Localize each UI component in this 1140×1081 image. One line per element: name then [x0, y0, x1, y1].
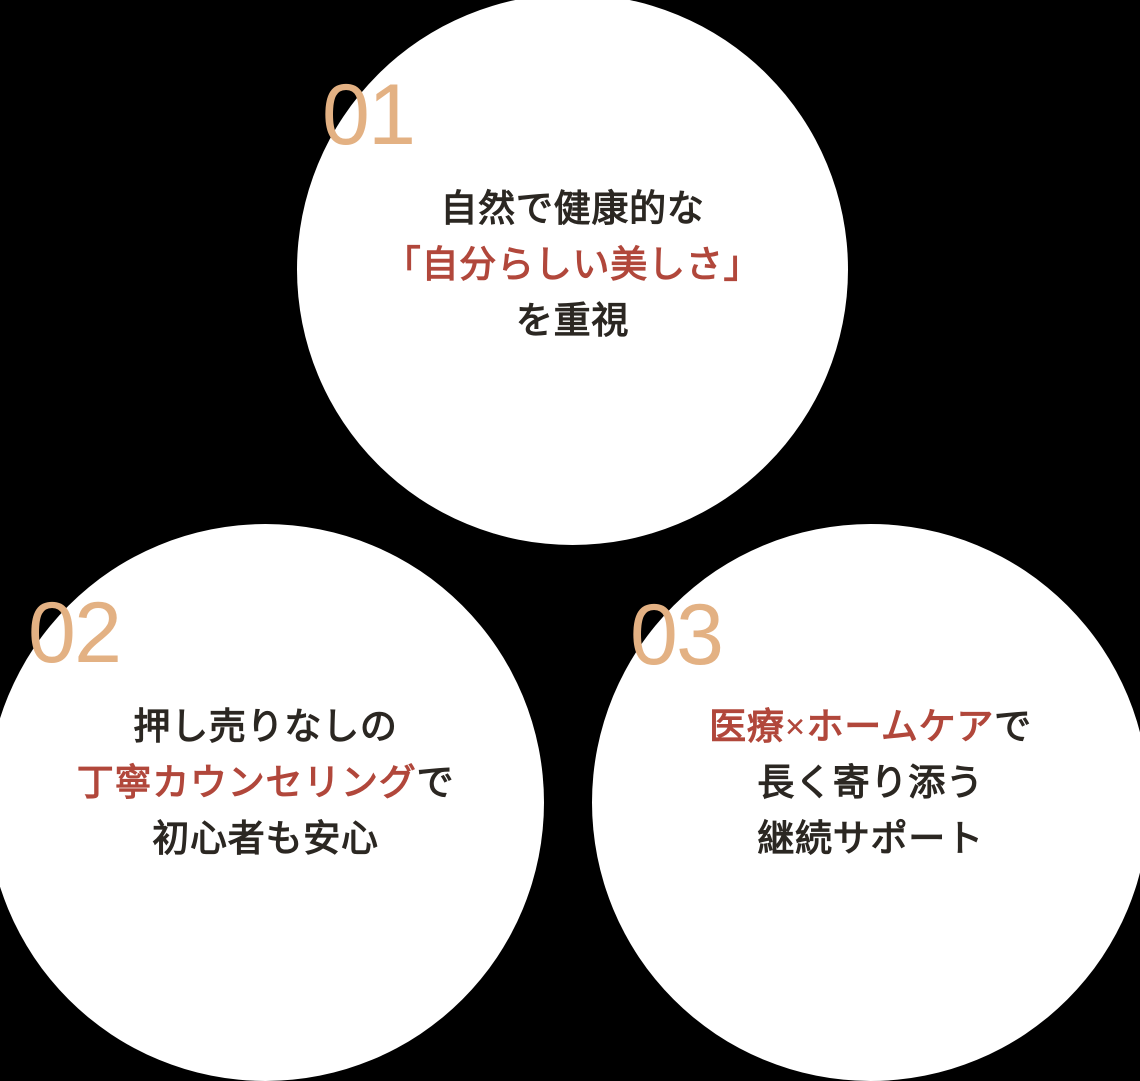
- feature-text-line: を重視: [297, 294, 848, 350]
- feature-text-line: 長く寄り添う: [592, 756, 1140, 812]
- feature-text-segment-dark: で: [416, 763, 455, 805]
- feature-text-segment-accent: 医療×ホームケア: [709, 707, 995, 748]
- feature-text-line: 「自分らしい美しさ」: [297, 238, 848, 294]
- feature-text-line: 押し売りなしの: [0, 700, 544, 756]
- feature-text-03: 医療×ホームケアで長く寄り添う継続サポート: [592, 700, 1140, 869]
- feature-circle-02: [0, 524, 544, 1081]
- feature-text-segment-dark: を重視: [515, 301, 630, 343]
- feature-text-line: 医療×ホームケアで: [592, 700, 1140, 756]
- feature-text-line: 自然で健康的な: [297, 182, 848, 238]
- feature-text-02: 押し売りなしの丁寧カウンセリングで初心者も安心: [0, 700, 544, 869]
- feature-circle-01: [297, 0, 848, 545]
- feature-text-line: 初心者も安心: [0, 812, 544, 868]
- feature-number-03: 03: [630, 587, 724, 683]
- feature-text-01: 自然で健康的な「自分らしい美しさ」を重視: [297, 182, 848, 351]
- feature-text-segment-dark: 長く寄り添う: [757, 763, 984, 805]
- feature-text-segment-dark: 継続サポート: [757, 819, 984, 861]
- feature-text-segment-accent: 丁寧カウンセリング: [76, 763, 417, 805]
- feature-text-line: 継続サポート: [592, 812, 1140, 868]
- feature-number-01: 01: [322, 67, 416, 163]
- feature-text-line: 丁寧カウンセリングで: [0, 756, 544, 812]
- feature-number-02: 02: [28, 585, 122, 681]
- feature-text-segment-dark: 押し売りなしの: [133, 707, 398, 748]
- feature-circle-03: [592, 524, 1140, 1081]
- feature-text-segment-accent: 「自分らしい美しさ」: [383, 245, 762, 287]
- feature-text-segment-dark: 自然で健康的な: [440, 189, 705, 230]
- feature-text-segment-dark: 初心者も安心: [152, 819, 379, 861]
- feature-text-segment-dark: で: [994, 707, 1032, 748]
